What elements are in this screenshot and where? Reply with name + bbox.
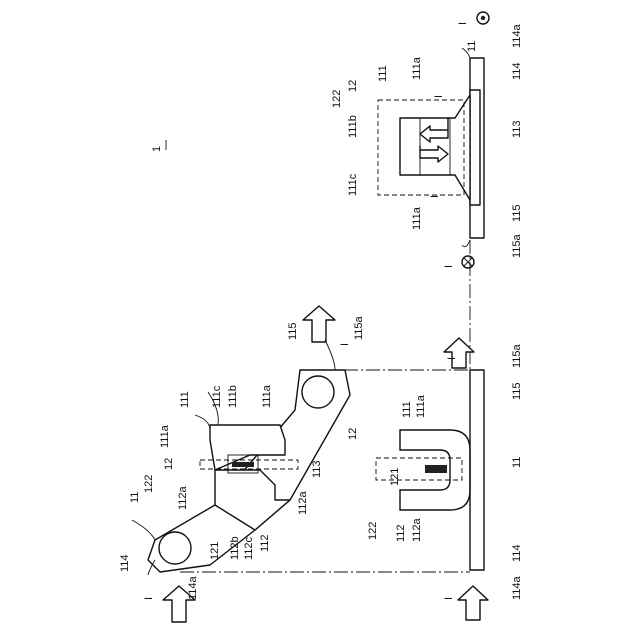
label-114a-bottom: 114a <box>511 575 523 600</box>
label-122-top: 122 <box>331 90 343 108</box>
label-12-perspective: 12 <box>163 458 175 470</box>
label-current-top-2: I <box>429 195 441 198</box>
label-112-perspective: 112 <box>259 534 271 552</box>
sensor-chip-perspective <box>232 462 254 467</box>
label-112a-perspective: 112a <box>177 485 189 510</box>
label-111b-perspective: 111b <box>227 385 239 408</box>
output-arrow-bottom <box>444 338 474 368</box>
label-111a-top: 111a <box>411 56 423 80</box>
current-out-dot <box>481 16 485 20</box>
label-current-left-1: I <box>143 597 155 600</box>
label-111a-bottom: 111a <box>415 394 427 418</box>
label-115a-perspective: 115a <box>353 315 365 340</box>
label-111-bottom: 111 <box>401 401 413 418</box>
label-112a-perspective-2: 112a <box>297 490 309 515</box>
label-111-top: 111 <box>377 65 389 82</box>
input-arrow-bottom <box>458 586 488 620</box>
label-current-bottom-in: I <box>443 597 455 600</box>
label-114a-top: 114a <box>511 23 523 48</box>
label-112c-perspective: 112c <box>243 536 255 560</box>
label-11-top: 11 <box>466 41 478 52</box>
label-115-bottom: 115 <box>511 382 523 400</box>
label-111c-top: 111c <box>347 173 359 196</box>
label-current-bottom-out: I <box>446 357 458 360</box>
label-current-top-1: I <box>433 95 445 98</box>
label-114a-left: 114a <box>187 575 199 600</box>
label-114-left: 114 <box>119 554 131 572</box>
figure-number: 1 <box>151 146 163 152</box>
label-112b-perspective: 112b <box>229 536 241 560</box>
label-122-perspective: 122 <box>143 475 155 493</box>
label-11-bottom: 11 <box>511 457 523 468</box>
label-112-bottom: 112 <box>395 524 407 542</box>
output-arrow-perspective <box>303 306 335 342</box>
label-current-perspective-right: I <box>339 343 351 346</box>
label-current-top-in: I <box>443 265 455 268</box>
label-114-bottom: 114 <box>511 544 523 562</box>
label-current-top-out: I <box>457 22 469 25</box>
label-115-top: 115 <box>511 204 523 222</box>
busbar-bottom <box>470 370 484 570</box>
label-121-perspective: 121 <box>209 542 221 560</box>
label-115a-top: 115a <box>511 233 523 258</box>
label-12-top: 12 <box>347 80 359 92</box>
current-in-cross <box>464 258 472 266</box>
label-114-top: 114 <box>511 62 523 80</box>
label-111a-perspective-top: 111a <box>159 424 171 448</box>
label-111a-perspective: 111a <box>261 384 273 408</box>
u-body-top <box>400 95 470 200</box>
label-111-perspective: 111 <box>179 391 191 408</box>
label-122-bottom: 122 <box>367 522 379 540</box>
label-121-bottom: 121 <box>389 468 401 486</box>
label-111c-perspective: 111c <box>211 385 223 408</box>
label-113-top: 113 <box>511 120 523 138</box>
label-111b-top: 111b <box>347 115 359 138</box>
busbar-top-inner <box>470 90 480 205</box>
label-115-perspective: 115 <box>287 322 299 340</box>
sensor-chip-bottom <box>425 465 447 473</box>
label-115a-bottom: 115a <box>511 343 523 368</box>
label-113-perspective: 113 <box>311 460 323 478</box>
label-12-bottom: 12 <box>347 428 359 440</box>
label-112a-bottom: 112a <box>411 517 423 542</box>
label-11-perspective: 11 <box>129 492 141 503</box>
label-111a-top-2: 111a <box>411 206 423 230</box>
